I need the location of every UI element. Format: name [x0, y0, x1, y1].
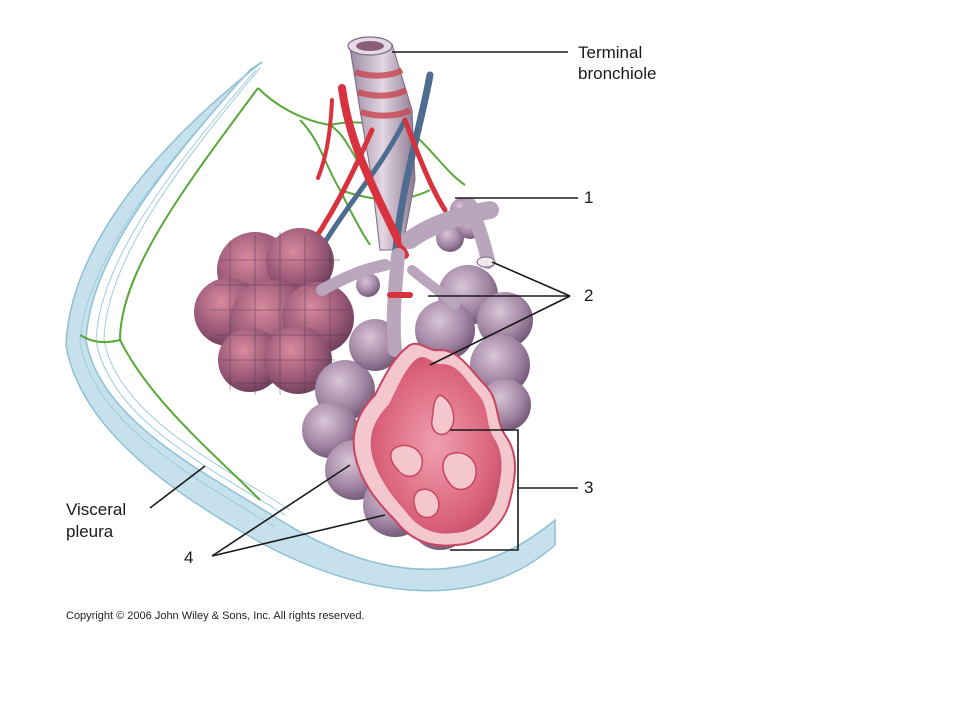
visceral-pleura	[65, 61, 556, 592]
label-terminal-bronchiole-line1: Terminal	[578, 43, 643, 62]
leader-lines	[149, 51, 578, 557]
alveolar-sac-cross-section	[352, 342, 516, 547]
label-4: 4	[184, 548, 194, 567]
label-visceral-pleura-line2: pleura	[66, 522, 114, 541]
label-visceral-pleura-line1: Visceral	[66, 500, 127, 519]
capillary-network-cluster	[194, 228, 354, 395]
copyright-notice: Copyright © 2006 John Wiley & Sons, Inc.…	[66, 610, 365, 622]
terminal-bronchiole	[347, 36, 416, 251]
label-terminal-bronchiole-line2: bronchiole	[578, 64, 657, 83]
label-2: 2	[584, 286, 594, 305]
respiratory-bronchioles	[316, 198, 499, 357]
label-3: 3	[584, 478, 594, 497]
label-1: 1	[584, 188, 594, 207]
nerve-fibers	[79, 87, 466, 501]
